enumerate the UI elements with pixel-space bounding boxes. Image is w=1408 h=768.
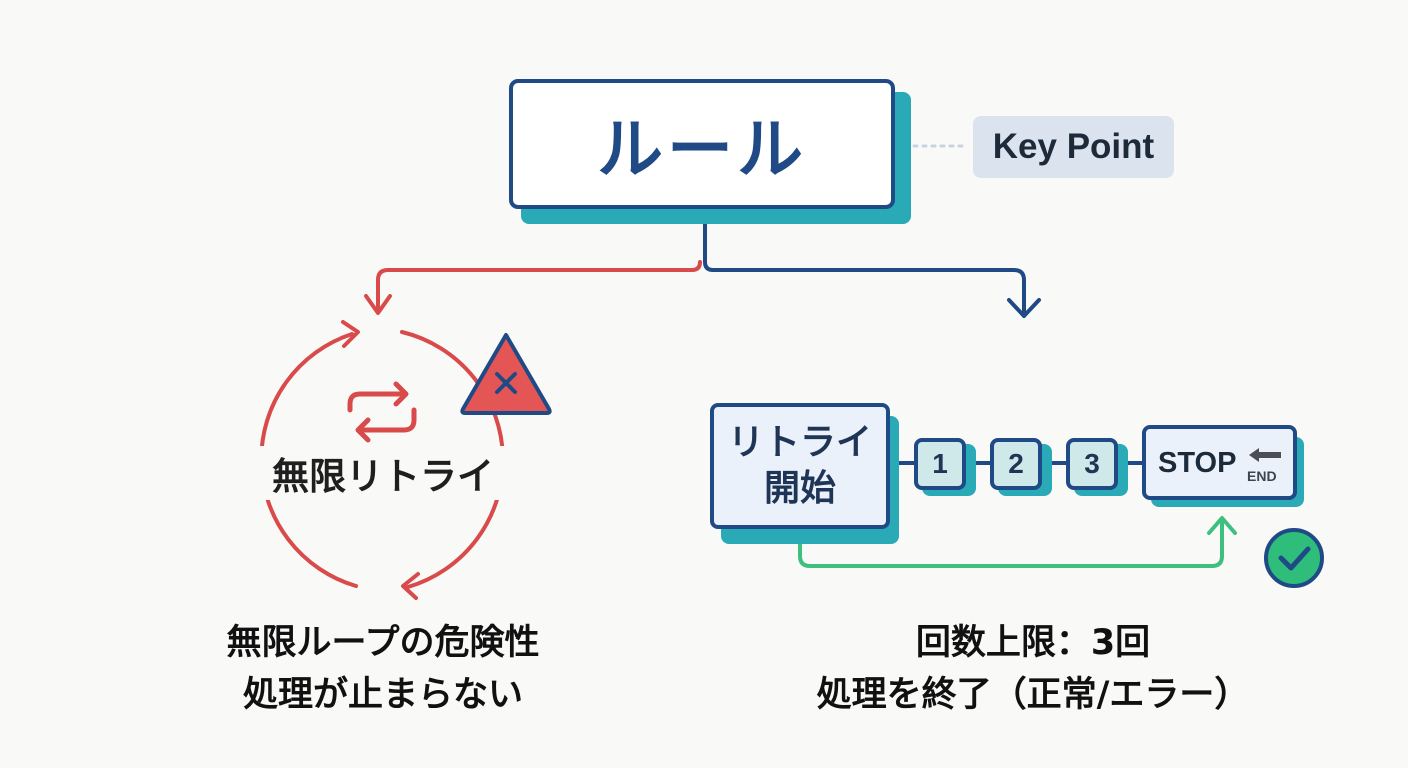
- count-box-3: 3: [1066, 438, 1118, 490]
- success-path: [798, 520, 1224, 568]
- left-caption-line2: 処理が止まらない: [242, 675, 523, 715]
- rule-box: ルール: [509, 79, 895, 209]
- right-caption: 回数上限：3回 処理を終了（正常/エラー）: [760, 617, 1306, 721]
- loop-arrowhead-bottom: [401, 572, 420, 600]
- count-box-1: 1: [914, 438, 966, 490]
- retry-start-line2: 開始: [763, 468, 836, 509]
- warning-x-icon: [460, 333, 552, 415]
- retry-start-line1: リトライ: [727, 422, 872, 463]
- end-arrow-icon: [1249, 448, 1281, 462]
- check-circle-icon: [1264, 528, 1324, 588]
- left-branch-line: [376, 260, 702, 312]
- left-branch-arrowhead: [364, 294, 392, 315]
- right-branch-arrowhead: [1007, 298, 1041, 318]
- stop-box: STOP END: [1142, 425, 1297, 500]
- right-branch-line: [711, 268, 1026, 316]
- rule-title: ルール: [597, 111, 807, 188]
- success-arrowhead: [1207, 516, 1237, 535]
- infinite-retry-label: 無限リトライ: [238, 446, 528, 500]
- end-label: END: [1247, 468, 1277, 484]
- retry-start-box: リトライ 開始: [710, 403, 890, 529]
- left-caption: 無限ループの危険性 処理が止まらない: [150, 617, 616, 721]
- key-point-badge: Key Point: [973, 116, 1174, 178]
- right-caption-line2: 処理を終了（正常/エラー）: [816, 675, 1250, 715]
- right-caption-line1: 回数上限：3回: [915, 623, 1151, 663]
- stop-label: STOP: [1158, 447, 1237, 479]
- repeat-icon: [347, 381, 417, 443]
- left-caption-line1: 無限ループの危険性: [226, 623, 540, 663]
- loop-arrowhead-top: [341, 320, 360, 348]
- count-box-2: 2: [990, 438, 1042, 490]
